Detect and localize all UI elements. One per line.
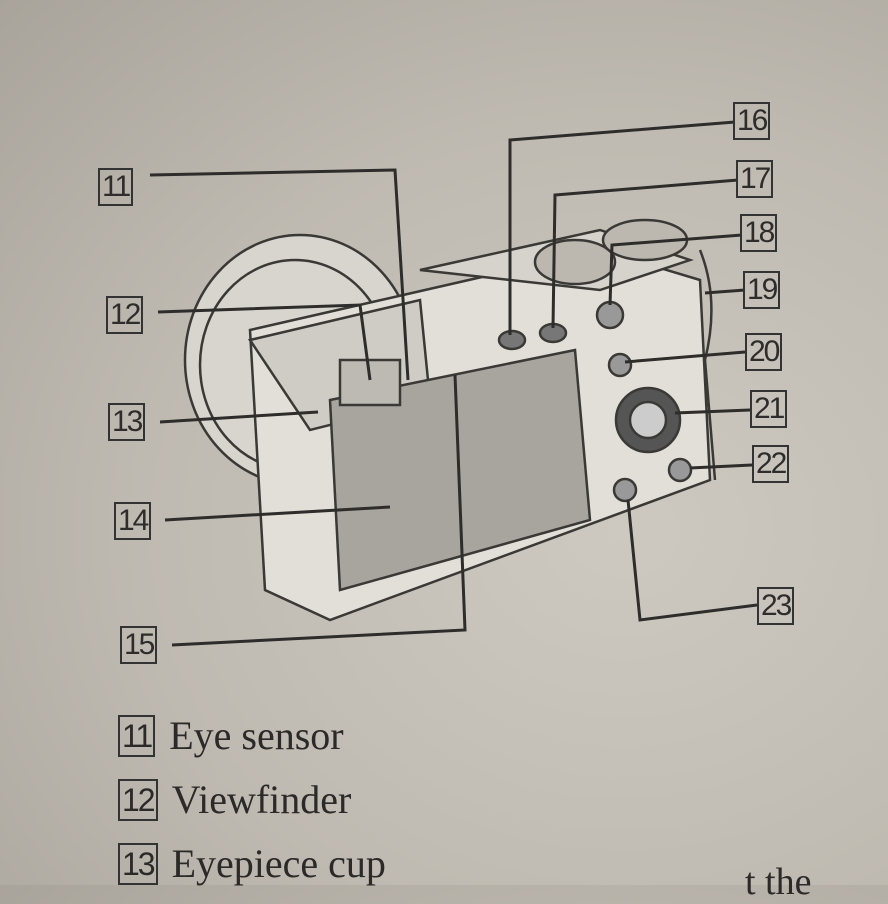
callout-20: 20 — [745, 333, 783, 371]
callout-23: 23 — [757, 587, 795, 625]
legend-item: 12 Viewfinder — [118, 776, 351, 823]
callout-18: 18 — [740, 214, 778, 252]
legend-label: Eyepiece cup — [171, 841, 386, 886]
callout-12: 12 — [106, 296, 144, 334]
legend-number: 12 — [118, 778, 158, 821]
legend-item: 11 Eye sensor — [118, 712, 344, 759]
trailing-text: t the — [745, 861, 812, 903]
callout-19: 19 — [743, 271, 781, 309]
callout-17: 17 — [736, 160, 774, 198]
callout-11: 11 — [98, 168, 134, 206]
callout-13: 13 — [108, 403, 146, 441]
legend-number: 13 — [118, 842, 158, 885]
camera-illustration — [149, 120, 758, 647]
callout-22: 22 — [752, 445, 790, 483]
callout-21: 21 — [750, 390, 788, 428]
legend-number: 11 — [118, 714, 156, 757]
callout-16: 16 — [733, 102, 771, 140]
legend-label: Viewfinder — [171, 777, 352, 822]
callout-14: 14 — [114, 502, 152, 540]
callout-15: 15 — [120, 626, 158, 664]
legend-item: 13 Eyepiece cup — [118, 840, 386, 887]
legend-label: Eye sensor — [169, 713, 344, 758]
